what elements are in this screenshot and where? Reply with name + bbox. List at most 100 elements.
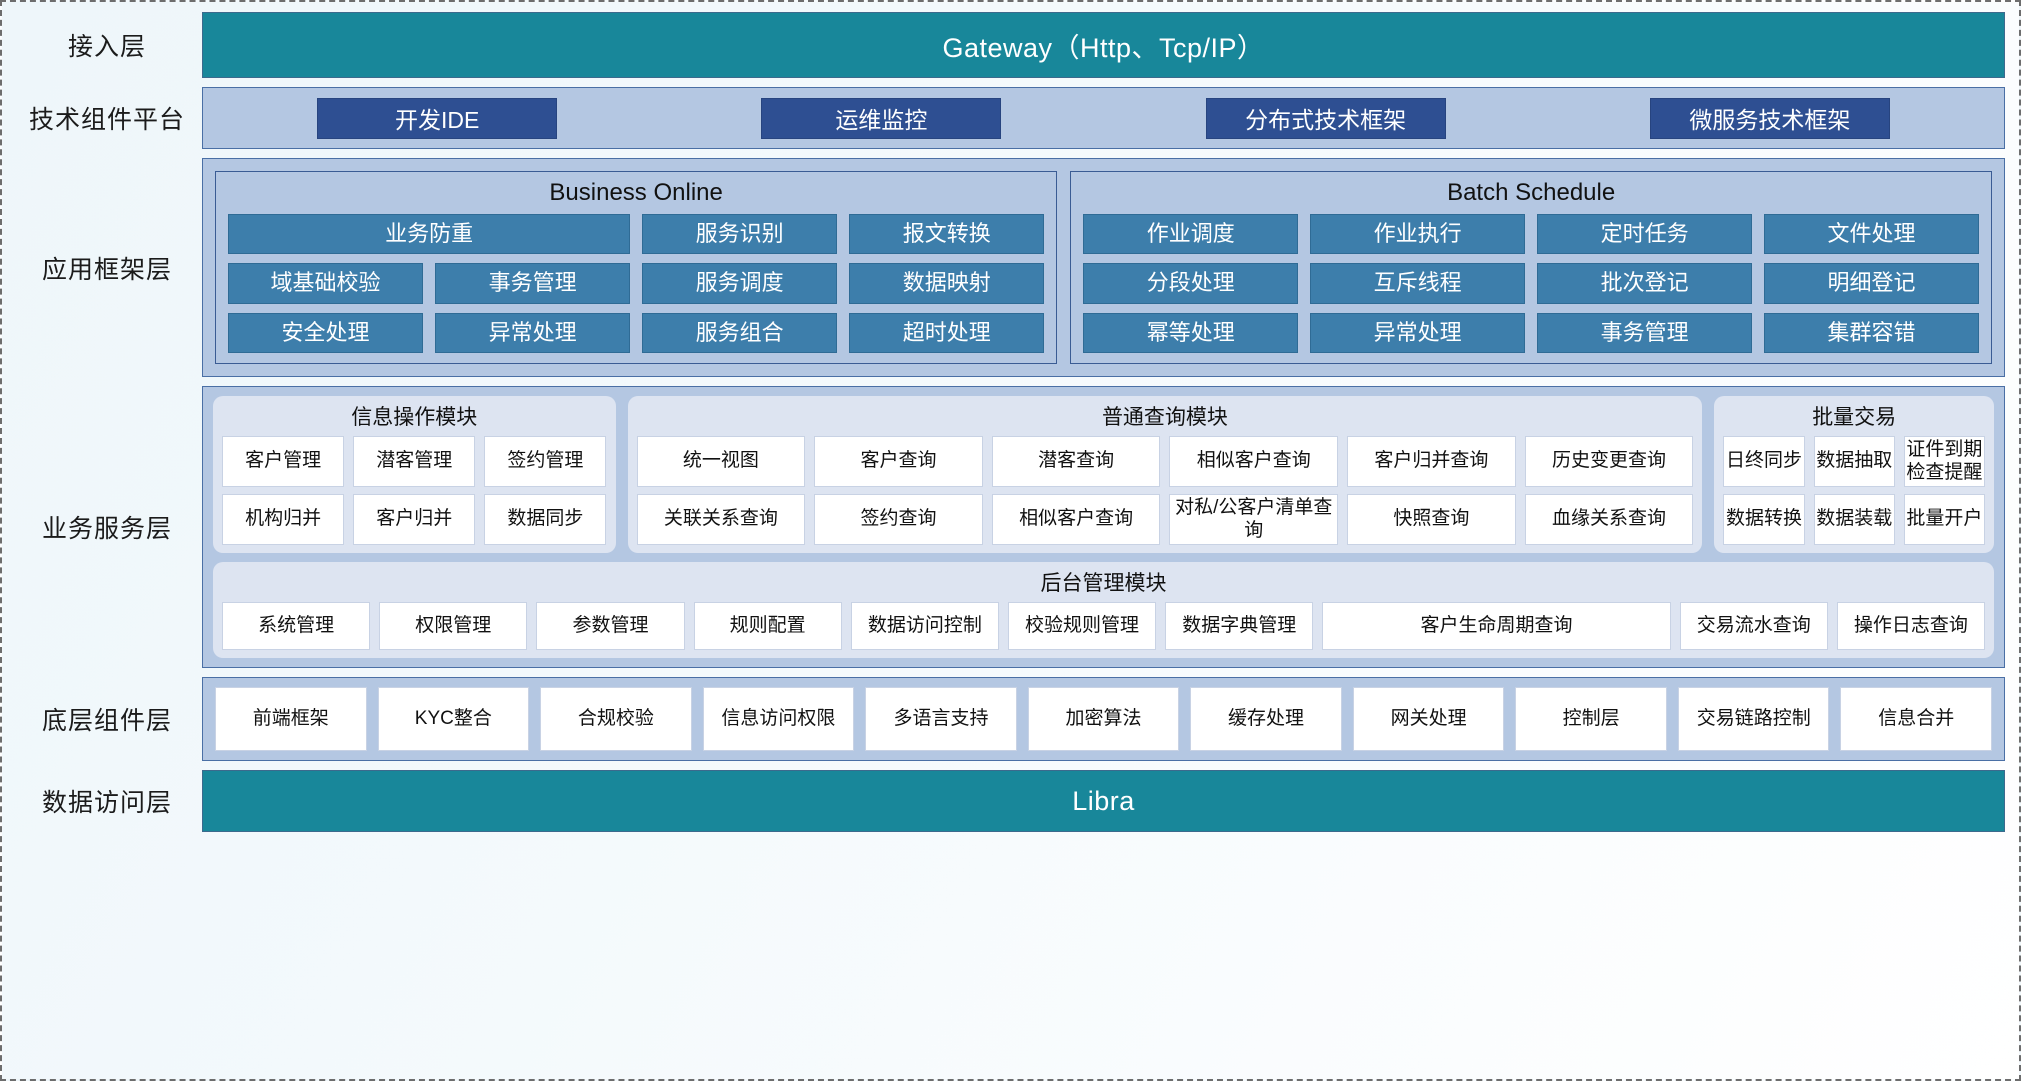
base-chip-1[interactable]: KYC整合 [377, 687, 530, 751]
app-chip-batch-7[interactable]: 明细登记 [1764, 263, 1979, 304]
app-chip-online-4[interactable]: 事务管理 [435, 263, 631, 304]
query-chip-11[interactable]: 血缘关系查询 [1524, 494, 1694, 545]
layer-body-data-access: Libra [202, 770, 2005, 832]
query-chip-7[interactable]: 签约查询 [814, 494, 983, 545]
tech-platform-panel: 开发IDE 运维监控 分布式技术框架 微服务技术框架 [202, 87, 2005, 149]
admin-chip-8[interactable]: 交易流水查询 [1679, 602, 1828, 650]
app-chip-batch-8[interactable]: 幂等处理 [1083, 312, 1299, 353]
batchtx-chip-1[interactable]: 数据抽取 [1813, 436, 1895, 487]
admin-chip-0[interactable]: 系统管理 [222, 602, 371, 650]
grid-common-query: 统一视图 客户查询 潜客查询 相似客户查询 客户归并查询 历史变更查询 关联关系… [636, 436, 1694, 545]
app-chip-online-7[interactable]: 安全处理 [228, 312, 424, 353]
base-components-panel: 前端框架 KYC整合 合规校验 信息访问权限 多语言支持 加密算法 缓存处理 网… [202, 677, 2005, 761]
app-chip-batch-3[interactable]: 文件处理 [1764, 214, 1979, 255]
admin-chip-3[interactable]: 规则配置 [693, 602, 842, 650]
module-title-batch-transaction: 批量交易 [1812, 406, 1897, 429]
app-chip-online-2[interactable]: 报文转换 [849, 214, 1045, 255]
layer-body-base-components: 前端框架 KYC整合 合规校验 信息访问权限 多语言支持 加密算法 缓存处理 网… [202, 677, 2005, 761]
group-title-business-online: Business Online [549, 179, 723, 206]
layer-row-data-access: 数据访问层 Libra [12, 770, 2005, 832]
app-chip-batch-2[interactable]: 定时任务 [1537, 214, 1753, 255]
app-chip-batch-5[interactable]: 互斥线程 [1310, 263, 1526, 304]
grid-info-operation: 客户管理 潜客管理 签约管理 机构归并 客户归并 数据同步 [222, 436, 607, 545]
module-info-operation: 信息操作模块 客户管理 潜客管理 签约管理 机构归并 客户归并 数据同步 [213, 396, 616, 553]
info-chip-1[interactable]: 潜客管理 [353, 436, 476, 487]
grid-batch-transaction: 日终同步 数据抽取 证件到期检查提醒 数据转换 数据装载 批量开户 [1723, 436, 1985, 545]
layer-row-app-framework: 应用框架层 Business Online 业务防重 服务识别 报文转换 域基础… [12, 158, 2005, 377]
info-chip-5[interactable]: 数据同步 [484, 494, 607, 545]
admin-chip-7[interactable]: 客户生命周期查询 [1322, 602, 1671, 650]
query-chip-0[interactable]: 统一视图 [636, 436, 806, 487]
admin-chip-9[interactable]: 操作日志查询 [1836, 602, 1985, 650]
tech-chip-ide[interactable]: 开发IDE [317, 97, 558, 139]
app-chip-online-6[interactable]: 数据映射 [849, 263, 1045, 304]
app-chip-online-0[interactable]: 业务防重 [228, 214, 631, 255]
admin-chip-2[interactable]: 参数管理 [536, 602, 685, 650]
layer-label-app-framework: 应用框架层 [41, 255, 172, 284]
query-chip-5[interactable]: 历史变更查询 [1524, 436, 1694, 487]
base-chip-4[interactable]: 多语言支持 [865, 687, 1017, 751]
layer-row-tech-platform: 技术组件平台 开发IDE 运维监控 分布式技术框架 微服务技术框架 [12, 87, 2005, 149]
base-chip-3[interactable]: 信息访问权限 [702, 687, 855, 751]
batchtx-chip-4[interactable]: 数据装载 [1813, 494, 1895, 545]
layer-row-access: 接入层 Gateway（Http、Tcp/IP） [12, 12, 2005, 78]
tech-chip-distributed[interactable]: 分布式技术框架 [1205, 97, 1446, 139]
module-admin-management: 后台管理模块 系统管理 权限管理 参数管理 规则配置 数据访问控制 校验规则管理… [213, 562, 1994, 658]
grid-business-online: 业务防重 服务识别 报文转换 域基础校验 事务管理 服务调度 数据映射 安全处理… [228, 214, 1045, 353]
tech-chip-microservice[interactable]: 微服务技术框架 [1649, 97, 1890, 139]
info-chip-3[interactable]: 机构归并 [222, 494, 345, 545]
query-chip-10[interactable]: 快照查询 [1347, 494, 1516, 545]
admin-chip-4[interactable]: 数据访问控制 [850, 602, 999, 650]
query-chip-9[interactable]: 对私/公客户清单查询 [1169, 494, 1339, 545]
query-chip-3[interactable]: 相似客户查询 [1169, 436, 1339, 487]
app-chip-online-8[interactable]: 异常处理 [435, 312, 631, 353]
base-chip-7[interactable]: 网关处理 [1352, 687, 1505, 751]
admin-chip-5[interactable]: 校验规则管理 [1007, 602, 1157, 650]
layer-body-business-service: 信息操作模块 客户管理 潜客管理 签约管理 机构归并 客户归并 数据同步 普通查… [202, 386, 2005, 668]
base-chip-5[interactable]: 加密算法 [1027, 687, 1180, 751]
app-chip-batch-10[interactable]: 事务管理 [1537, 312, 1753, 353]
info-chip-0[interactable]: 客户管理 [222, 436, 345, 487]
batchtx-chip-3[interactable]: 数据转换 [1723, 494, 1805, 545]
app-chip-online-10[interactable]: 超时处理 [849, 312, 1045, 353]
base-chip-10[interactable]: 信息合并 [1840, 687, 1993, 751]
app-chip-batch-11[interactable]: 集群容错 [1764, 312, 1979, 353]
base-chip-2[interactable]: 合规校验 [540, 687, 692, 751]
base-chip-6[interactable]: 缓存处理 [1190, 687, 1342, 751]
app-chip-online-9[interactable]: 服务组合 [642, 312, 838, 353]
libra-bar[interactable]: Libra [202, 770, 2005, 832]
admin-chip-6[interactable]: 数据字典管理 [1165, 602, 1314, 650]
info-chip-4[interactable]: 客户归并 [353, 494, 476, 545]
app-chip-batch-0[interactable]: 作业调度 [1083, 214, 1299, 255]
batchtx-chip-0[interactable]: 日终同步 [1723, 436, 1805, 487]
module-title-common-query: 普通查询模块 [1101, 406, 1228, 429]
base-chip-8[interactable]: 控制层 [1515, 687, 1667, 751]
base-chip-0[interactable]: 前端框架 [215, 687, 367, 751]
batchtx-chip-5[interactable]: 批量开户 [1903, 494, 1985, 545]
query-chip-2[interactable]: 潜客查询 [991, 436, 1161, 487]
app-chip-batch-6[interactable]: 批次登记 [1537, 263, 1753, 304]
info-chip-2[interactable]: 签约管理 [484, 436, 607, 487]
query-chip-1[interactable]: 客户查询 [814, 436, 983, 487]
query-chip-4[interactable]: 客户归并查询 [1347, 436, 1516, 487]
base-chip-9[interactable]: 交易链路控制 [1677, 687, 1830, 751]
app-chip-online-5[interactable]: 服务调度 [642, 263, 838, 304]
layer-label-tech-platform: 技术组件平台 [28, 106, 185, 134]
tech-chip-ops[interactable]: 运维监控 [761, 97, 1002, 139]
query-chip-6[interactable]: 关联关系查询 [636, 494, 806, 545]
admin-chip-1[interactable]: 权限管理 [379, 602, 528, 650]
app-chip-online-1[interactable]: 服务识别 [642, 214, 838, 255]
layer-body-access: Gateway（Http、Tcp/IP） [202, 12, 2005, 78]
app-chip-batch-9[interactable]: 异常处理 [1310, 312, 1526, 353]
gateway-bar[interactable]: Gateway（Http、Tcp/IP） [202, 12, 2005, 78]
module-common-query: 普通查询模块 统一视图 客户查询 潜客查询 相似客户查询 客户归并查询 历史变更… [627, 396, 1703, 553]
app-chip-batch-1[interactable]: 作业执行 [1310, 214, 1526, 255]
app-chip-online-3[interactable]: 域基础校验 [228, 263, 424, 304]
app-chip-batch-4[interactable]: 分段处理 [1083, 263, 1299, 304]
batchtx-chip-2[interactable]: 证件到期检查提醒 [1903, 436, 1985, 487]
layer-row-business-service: 业务服务层 信息操作模块 客户管理 潜客管理 签约管理 机构归并 客户归并 数据… [12, 386, 2005, 668]
layer-body-tech-platform: 开发IDE 运维监控 分布式技术框架 微服务技术框架 [202, 87, 2005, 149]
query-chip-8[interactable]: 相似客户查询 [991, 494, 1161, 545]
grid-batch-schedule: 作业调度 作业执行 定时任务 文件处理 分段处理 互斥线程 批次登记 明细登记 … [1083, 214, 1979, 353]
